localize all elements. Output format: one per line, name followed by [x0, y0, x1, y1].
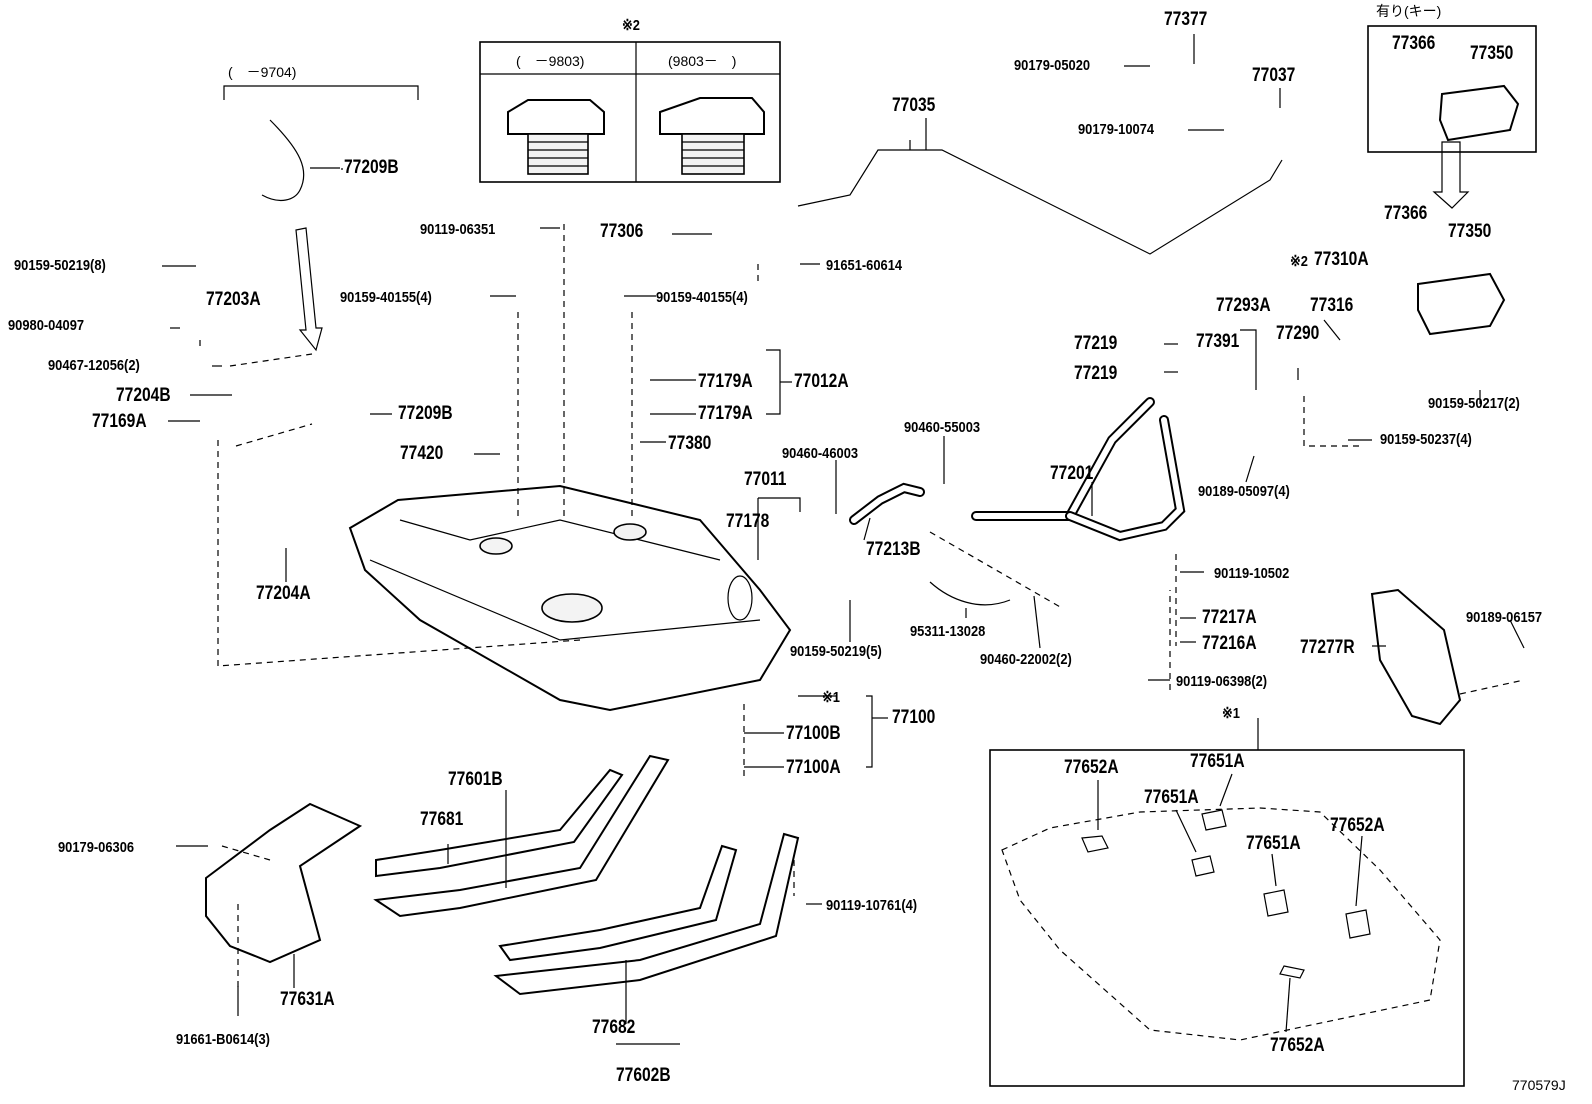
part-77652a-c: 77652A: [1270, 1035, 1325, 1056]
part-95311-13028: 95311-13028: [910, 623, 986, 640]
part-77631a: 77631A: [280, 989, 335, 1010]
part-77217a: 77217A: [1202, 607, 1257, 628]
part-90159-50219-8: 90159-50219(8): [14, 257, 106, 274]
part-77310a: 77310A: [1314, 249, 1369, 270]
diagram-id: 770579J: [1512, 1077, 1566, 1093]
part-77652a-b: 77652A: [1330, 815, 1385, 836]
part-77652a-a: 77652A: [1064, 757, 1119, 778]
part-90189-05097: 90189-05097(4): [1198, 483, 1290, 500]
part-90159-50217: 90159-50217(2): [1428, 395, 1520, 412]
note-2-b: ※2: [1290, 253, 1308, 270]
range-new-label: (9803－ ): [668, 53, 737, 69]
part-77316: 77316: [1310, 295, 1354, 316]
part-77219-a: 77219: [1074, 333, 1118, 354]
part-77204b: 77204B: [116, 385, 171, 406]
fuel-cap-new: [659, 97, 765, 175]
part-77216a: 77216A: [1202, 633, 1257, 654]
note-2-top: ※2: [622, 17, 640, 34]
part-77209b-mid: 77209B: [398, 403, 453, 424]
part-77306: 77306: [600, 221, 644, 242]
fuel-cap-old: [507, 99, 605, 175]
part-77203a: 77203A: [206, 289, 261, 310]
part-77293a: 77293A: [1216, 295, 1271, 316]
part-77366: 77366: [1384, 203, 1428, 224]
inset-box-caps: [479, 41, 781, 183]
part-90189-06157: 90189-06157: [1466, 609, 1543, 626]
part-90119-10761: 90119-10761(4): [826, 897, 918, 914]
part-90179-10074: 90179-10074: [1078, 121, 1155, 138]
part-77011: 77011: [744, 469, 787, 490]
part-77179a-a: 77179A: [698, 371, 753, 392]
part-77100: 77100: [892, 707, 936, 728]
part-77100b: 77100B: [786, 723, 841, 744]
part-77420: 77420: [400, 443, 444, 464]
part-77012a: 77012A: [794, 371, 849, 392]
part-90159-40155-b: 90159-40155(4): [656, 289, 748, 306]
part-77277r: 77277R: [1300, 637, 1355, 658]
part-77651a-a: 77651A: [1190, 751, 1245, 772]
part-77179a-b: 77179A: [698, 403, 753, 424]
part-90980-04097: 90980-04097: [8, 317, 85, 334]
part-77380: 77380: [668, 433, 712, 454]
part-90460-55003: 90460-55003: [904, 419, 981, 436]
range-old-label: ( －9803): [516, 53, 585, 69]
part-77204a: 77204A: [256, 583, 311, 604]
part-77602b: 77602B: [616, 1065, 671, 1086]
part-77213b: 77213B: [866, 539, 921, 560]
part-91661-b0614: 91661-B0614(3): [176, 1031, 270, 1048]
part-90159-50237: 90159-50237(4): [1380, 431, 1472, 448]
part-77682: 77682: [592, 1017, 636, 1038]
part-90460-46003: 90460-46003: [782, 445, 859, 462]
part-77037: 77037: [1252, 65, 1296, 86]
part-77178: 77178: [726, 511, 770, 532]
part-77651a-b: 77651A: [1144, 787, 1199, 808]
part-77681: 77681: [420, 809, 464, 830]
part-77201: 77201: [1050, 463, 1094, 484]
part-90119-10502: 90119-10502: [1214, 565, 1290, 582]
part-77209b-top: 77209B: [344, 157, 399, 178]
part-77651a-c: 77651A: [1246, 833, 1301, 854]
fuel-tank: [348, 484, 792, 712]
part-77601b: 77601B: [448, 769, 503, 790]
part-77350: 77350: [1448, 221, 1492, 242]
part-77290: 77290: [1276, 323, 1320, 344]
part-77391: 77391: [1196, 331, 1240, 352]
part-90179-05020: 90179-05020: [1014, 57, 1091, 74]
part-90159-40155-a: 90159-40155(4): [340, 289, 432, 306]
part-77219-b: 77219: [1074, 363, 1118, 384]
part-77366-key: 77366: [1392, 33, 1436, 54]
with-key-label: 有り(キー): [1376, 3, 1442, 19]
part-77169a: 77169A: [92, 411, 147, 432]
part-90179-06306: 90179-06306: [58, 839, 135, 856]
part-91651-60614: 91651-60614: [826, 257, 903, 274]
part-77350-key: 77350: [1470, 43, 1514, 64]
part-90460-22002: 90460-22002(2): [980, 651, 1072, 668]
inset-box-pads: [989, 749, 1465, 1087]
part-90467-12056: 90467-12056(2): [48, 357, 140, 374]
note-1-a: ※1: [822, 689, 840, 706]
part-90119-06351: 90119-06351: [420, 221, 496, 238]
part-90159-50219-5: 90159-50219(5): [790, 643, 882, 660]
part-90119-06398: 90119-06398(2): [1176, 673, 1268, 690]
range-9704-label: ( －9704): [228, 64, 297, 80]
part-77377: 77377: [1164, 9, 1208, 30]
part-77100a: 77100A: [786, 757, 841, 778]
part-77035: 77035: [892, 95, 936, 116]
note-1-b: ※1: [1222, 705, 1240, 722]
inset-box-key: [1367, 25, 1537, 153]
